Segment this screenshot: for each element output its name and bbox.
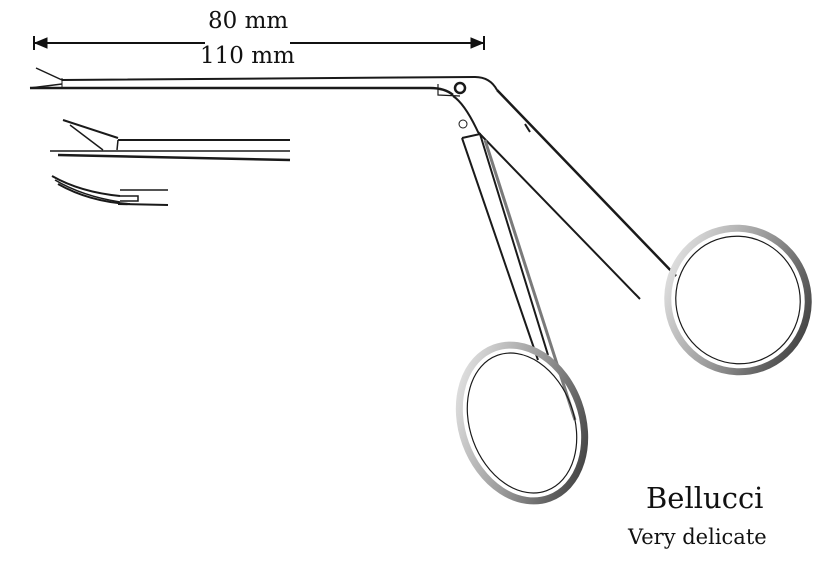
dimension-label-110mm: 110 mm <box>200 43 295 69</box>
dimension-arrow <box>33 36 485 50</box>
jaw-detail-straight <box>50 119 291 162</box>
jaw-detail-curved <box>51 175 169 206</box>
shaft <box>29 67 498 129</box>
handle-arm-lower <box>455 132 589 505</box>
dimension-label-80mm: 80 mm <box>208 8 289 34</box>
caption-title: Bellucci <box>646 481 764 515</box>
caption-subtitle: Very delicate <box>628 525 767 549</box>
handle-arm-upper <box>452 89 812 376</box>
